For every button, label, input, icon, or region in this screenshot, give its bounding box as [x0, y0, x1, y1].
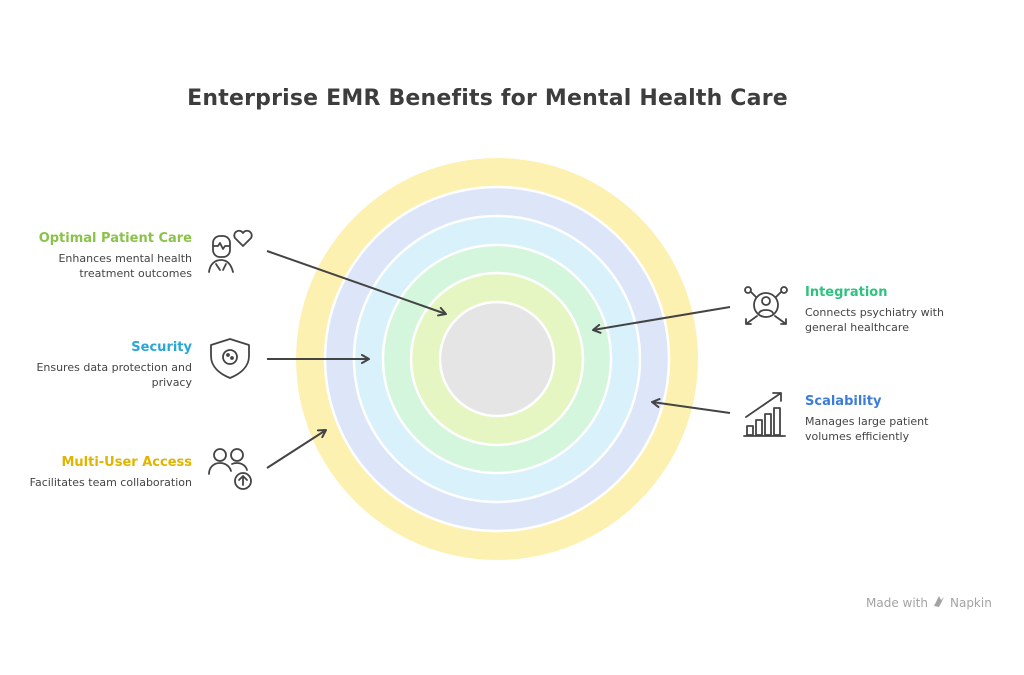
benefit-multi-user-access: Multi-User Access Facilitates team colla… [2, 455, 192, 490]
watermark-prefix: Made with [866, 595, 928, 610]
watermark[interactable]: Made with Napkin [866, 594, 992, 611]
benefit-scalability: Scalability Manages large patient volume… [805, 394, 975, 444]
benefit-description: Facilitates team collaboration [29, 476, 192, 489]
network-person-icon [744, 286, 788, 325]
shield-icon [210, 338, 250, 379]
benefit-description: Connects psychiatry with [805, 306, 944, 319]
benefit-description: general healthcare [805, 321, 909, 334]
benefit-description: Ensures data protection and [36, 361, 192, 374]
benefit-description: Enhances mental health [58, 252, 192, 265]
benefit-heading: Multi-User Access [61, 455, 192, 470]
arrow-integration [592, 306, 731, 334]
users-upload-icon [208, 448, 252, 490]
napkin-logo-icon [932, 594, 946, 611]
benefit-description: treatment outcomes [79, 267, 192, 280]
benefit-heading: Scalability [805, 394, 882, 409]
arrow-optimal-patient-care [266, 250, 447, 317]
benefit-heading: Integration [805, 285, 888, 300]
benefit-description: privacy [151, 376, 192, 389]
page-title: Enterprise EMR Benefits for Mental Healt… [187, 86, 788, 111]
arrow-scalability [651, 398, 731, 414]
patient-heart-icon [208, 229, 253, 273]
ring-core [438, 300, 556, 418]
watermark-brand: Napkin [949, 595, 992, 610]
benefit-description: volumes efficiently [805, 430, 910, 443]
benefit-integration: Integration Connects psychiatry with gen… [805, 285, 975, 335]
benefit-heading: Optimal Patient Care [38, 231, 192, 246]
arrow-multi-user-access [266, 429, 327, 469]
benefit-security: Security Ensures data protection and pri… [2, 340, 192, 390]
benefit-description: Manages large patient [805, 415, 929, 428]
growth-chart-icon [743, 392, 786, 437]
benefit-optimal-patient-care: Optimal Patient Care Enhances mental hea… [2, 231, 192, 281]
benefit-heading: Security [131, 340, 192, 355]
